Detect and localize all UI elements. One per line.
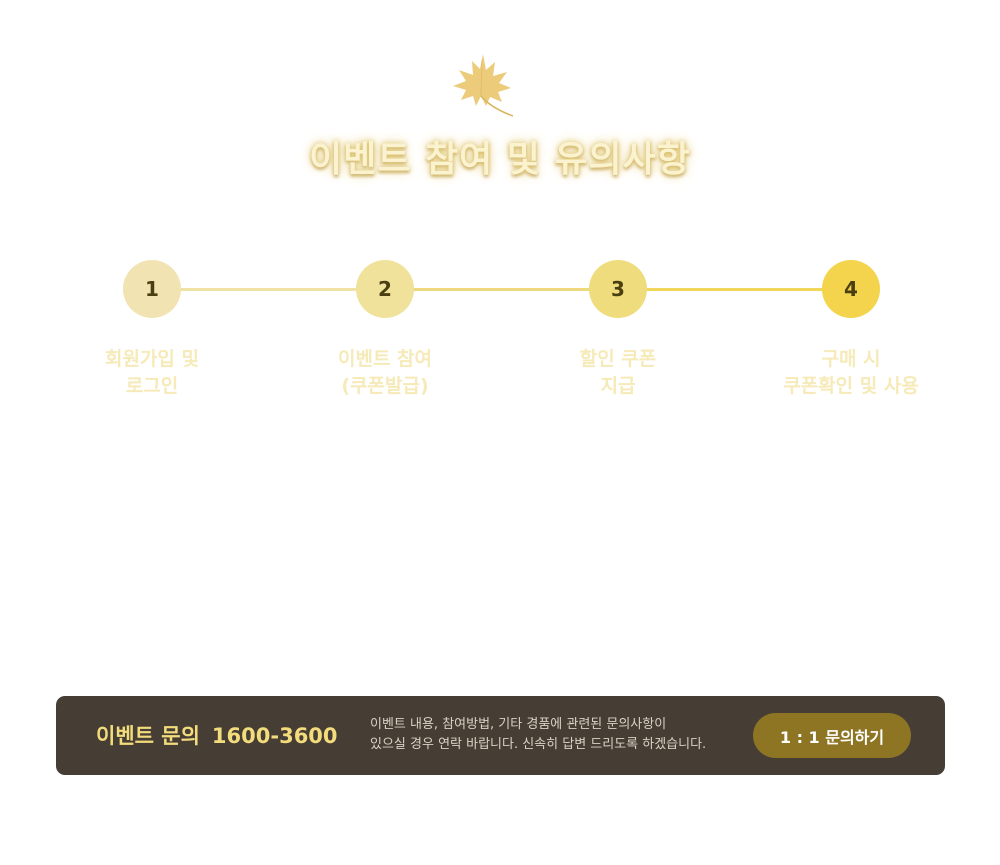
inquiry-description-line-1: 이벤트 내용, 참여방법, 기타 경품에 관련된 문의사항이 <box>370 717 667 732</box>
step-4-label: 구매 시 쿠폰확인 및 사용 <box>783 348 919 397</box>
inquiry-phone: 1600-3600 <box>211 724 338 748</box>
step-connector-3 <box>645 288 825 291</box>
step-3-circle: 3 <box>589 260 647 318</box>
page-title: 이벤트 참여 및 유의사항 <box>309 139 691 180</box>
inquiry-description-line-2: 있으실 경우 연락 바랍니다. 신속히 답변 드리도록 하겠습니다. <box>370 737 707 752</box>
steps-progress: 1 2 3 4 회원가입 및 로그인 이벤트 참여 (쿠폰발급) 할인 쿠폰 지… <box>0 258 1000 408</box>
step-connector-1 <box>180 288 360 291</box>
maple-leaf-icon <box>445 50 517 122</box>
inquiry-description: 이벤트 내용, 참여방법, 기타 경품에 관련된 문의사항이 있으실 경우 연락… <box>370 715 740 755</box>
inquiry-title: 이벤트 문의 <box>96 724 200 748</box>
step-1-circle: 1 <box>123 260 181 318</box>
step-1-label: 회원가입 및 로그인 <box>104 348 199 397</box>
inquiry-heading: 이벤트 문의 1600-3600 <box>96 720 338 750</box>
one-to-one-inquiry-button[interactable]: 1 : 1 문의하기 <box>753 713 911 758</box>
step-2-circle: 2 <box>356 260 414 318</box>
step-4-circle: 4 <box>822 260 880 318</box>
inquiry-panel: 이벤트 문의 1600-3600 이벤트 내용, 참여방법, 기타 경품에 관련된… <box>56 696 945 775</box>
step-connector-2 <box>412 288 592 291</box>
step-2-label: 이벤트 참여 (쿠폰발급) <box>337 348 432 397</box>
step-3-label: 할인 쿠폰 지급 <box>579 348 657 397</box>
